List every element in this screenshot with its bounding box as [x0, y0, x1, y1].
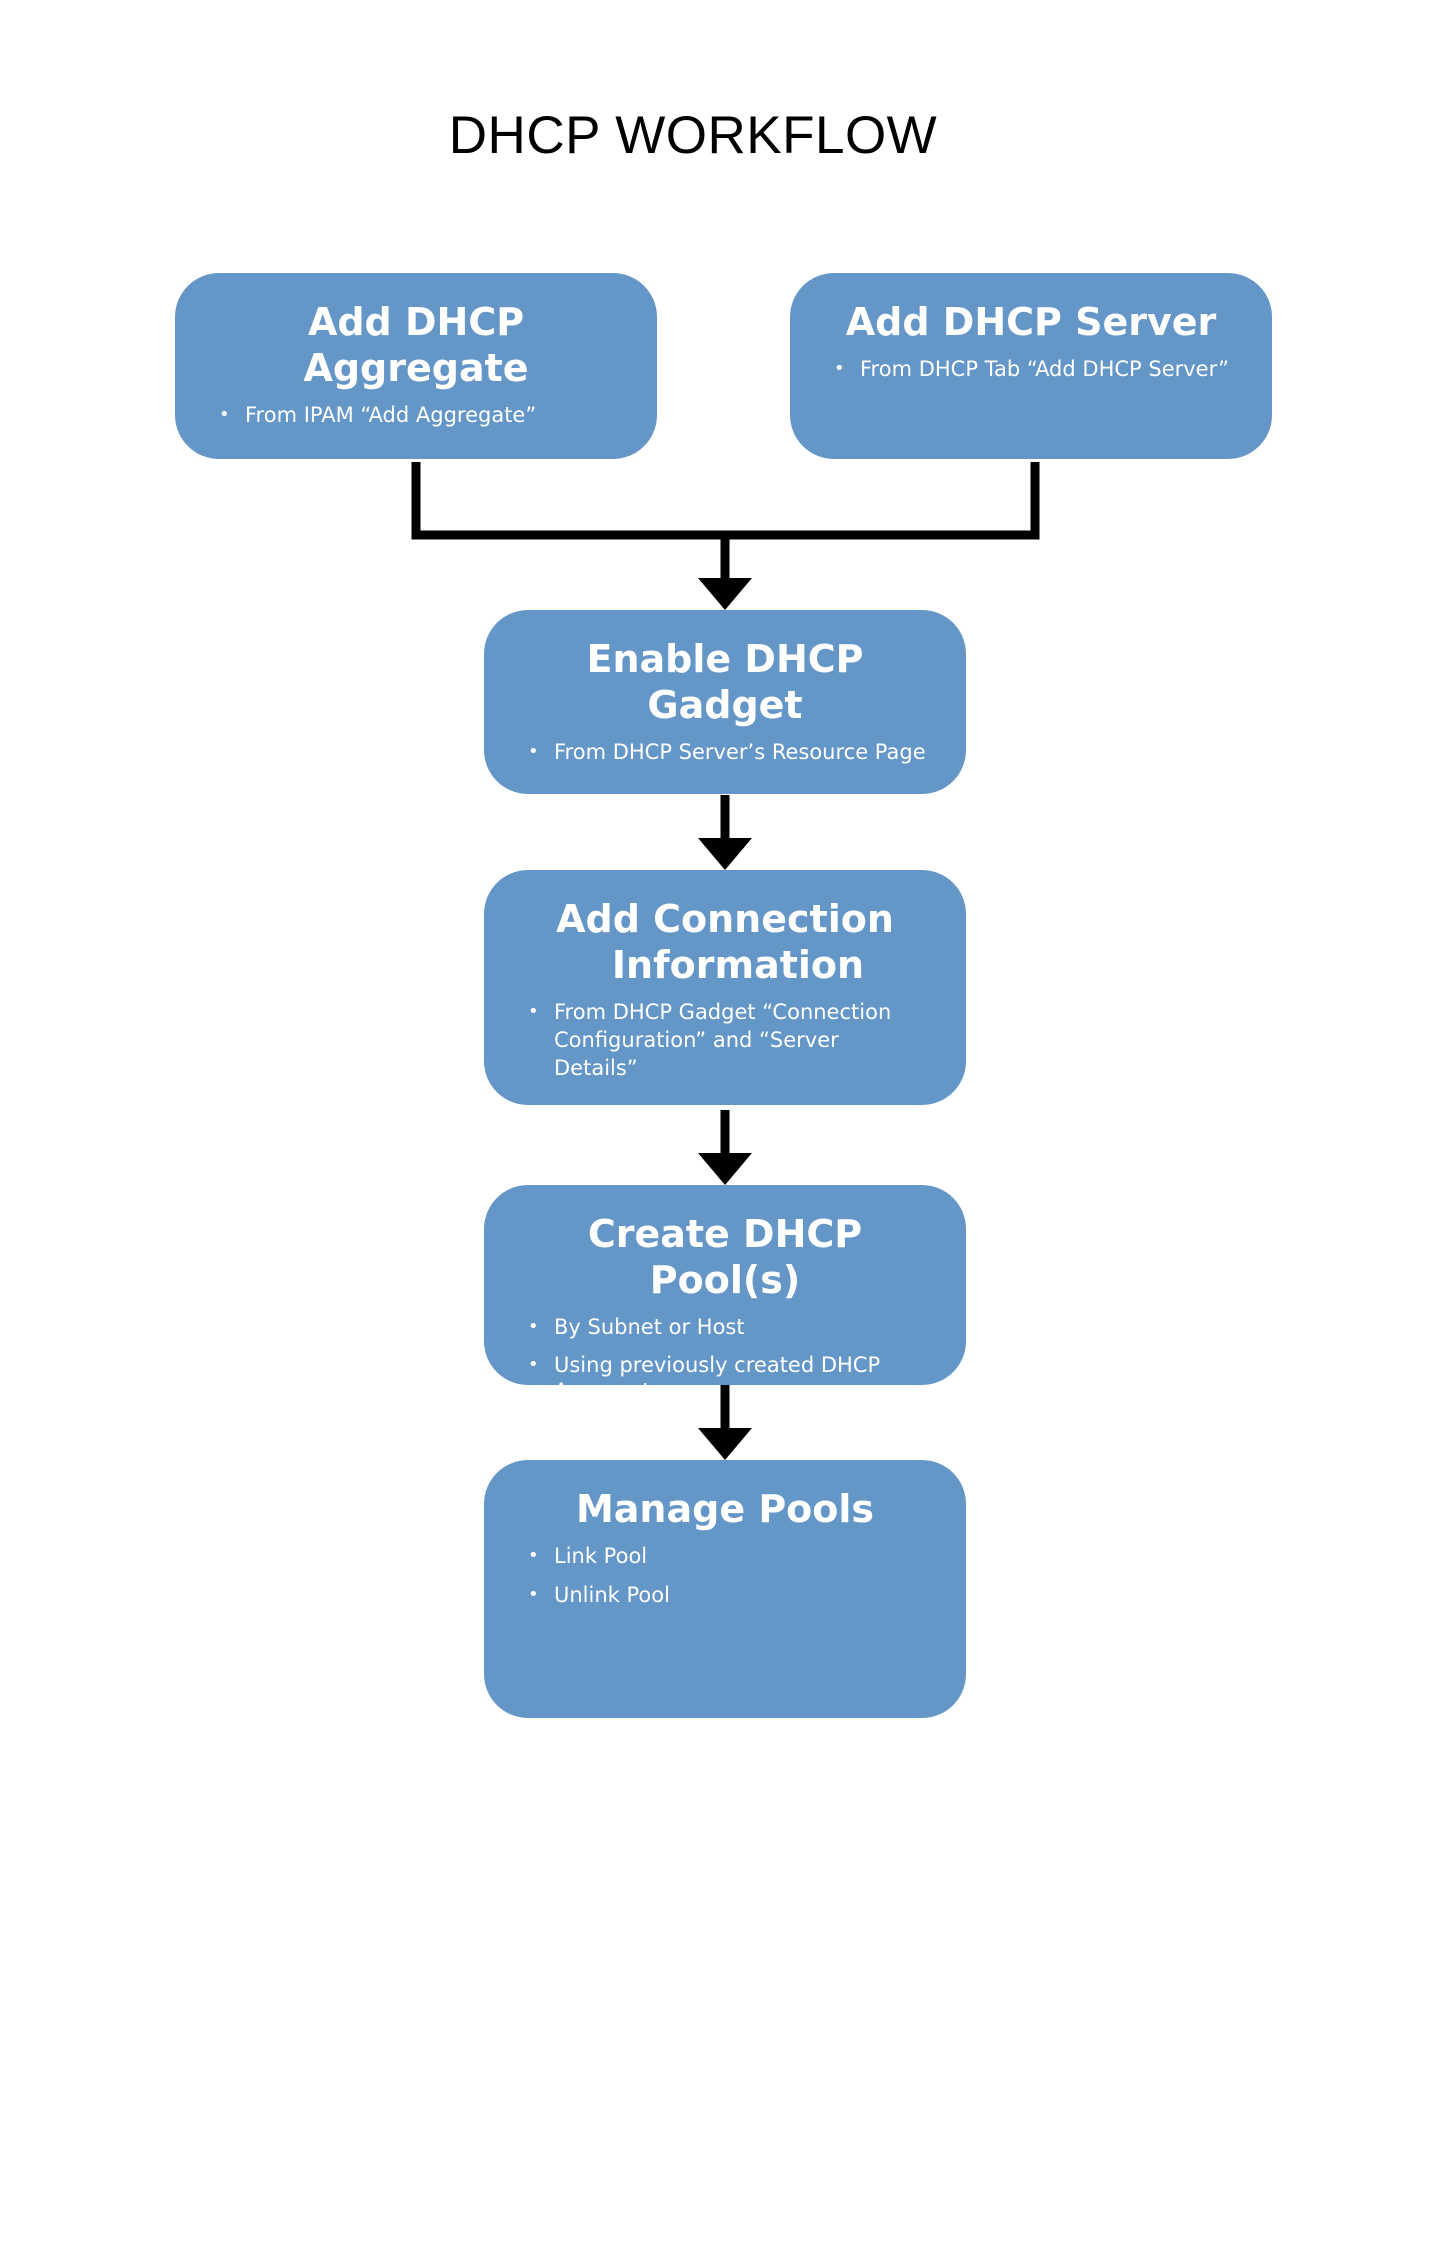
arrow-head-4: [698, 1428, 752, 1460]
manage-pools-box: Manage Pools Link Pool Unlink Pool: [484, 1460, 966, 1718]
bullet-list: From IPAM “Add Aggregate”: [215, 401, 617, 429]
box-title-line1: Add Connection: [556, 897, 894, 941]
create-dhcp-pools-box: Create DHCP Pool(s) By Subnet or Host Us…: [484, 1185, 966, 1403]
bullet-list: By Subnet or Host Using previously creat…: [524, 1313, 926, 1404]
box-title: Create DHCP Pool(s): [587, 1212, 863, 1302]
bullet-item: By Subnet or Host: [528, 1313, 926, 1341]
bullet-item: Link Pool: [528, 1542, 926, 1570]
bullet-item: From DHCP Gadget “Connection Configurati…: [528, 998, 926, 1082]
bullet-item: From DHCP Server’s Resource Page: [528, 738, 926, 766]
arrow-head-3: [698, 1153, 752, 1185]
box-title-line2: Information: [611, 943, 865, 987]
bullet-item: From IPAM “Add Aggregate”: [219, 401, 617, 429]
bullet-list: Link Pool Unlink Pool: [524, 1542, 926, 1609]
box-title: Add DHCP Aggregate: [303, 300, 529, 390]
box-title: Manage Pools: [575, 1487, 875, 1531]
bullet-list: From DHCP Server’s Resource Page: [524, 738, 926, 766]
merge-connector: [411, 462, 1040, 540]
bullet-item: From DHCP Tab “Add DHCP Server”: [834, 355, 1232, 383]
enable-dhcp-gadget-box: Enable DHCP Gadget From DHCP Server’s Re…: [484, 610, 966, 794]
add-dhcp-aggregate-box: Add DHCP Aggregate From IPAM “Add Aggreg…: [175, 273, 657, 459]
bullet-list: From DHCP Tab “Add DHCP Server”: [830, 355, 1232, 383]
box-title: Add DHCP Server: [845, 300, 1217, 344]
bullet-item: Unlink Pool: [528, 1581, 926, 1609]
add-dhcp-server-box: Add DHCP Server From DHCP Tab “Add DHCP …: [790, 273, 1272, 459]
arrow-head-2: [698, 838, 752, 870]
page-title: DHCP WORKFLOW: [448, 106, 938, 165]
bullet-item: Using previously created DHCP Aggregate: [528, 1352, 926, 1404]
add-connection-information-box: Add Connection Information From DHCP Gad…: [484, 870, 966, 1105]
box-title: Enable DHCP Gadget: [586, 637, 864, 727]
bullet-list: From DHCP Gadget “Connection Configurati…: [524, 998, 926, 1082]
arrow-head-1: [698, 578, 752, 610]
